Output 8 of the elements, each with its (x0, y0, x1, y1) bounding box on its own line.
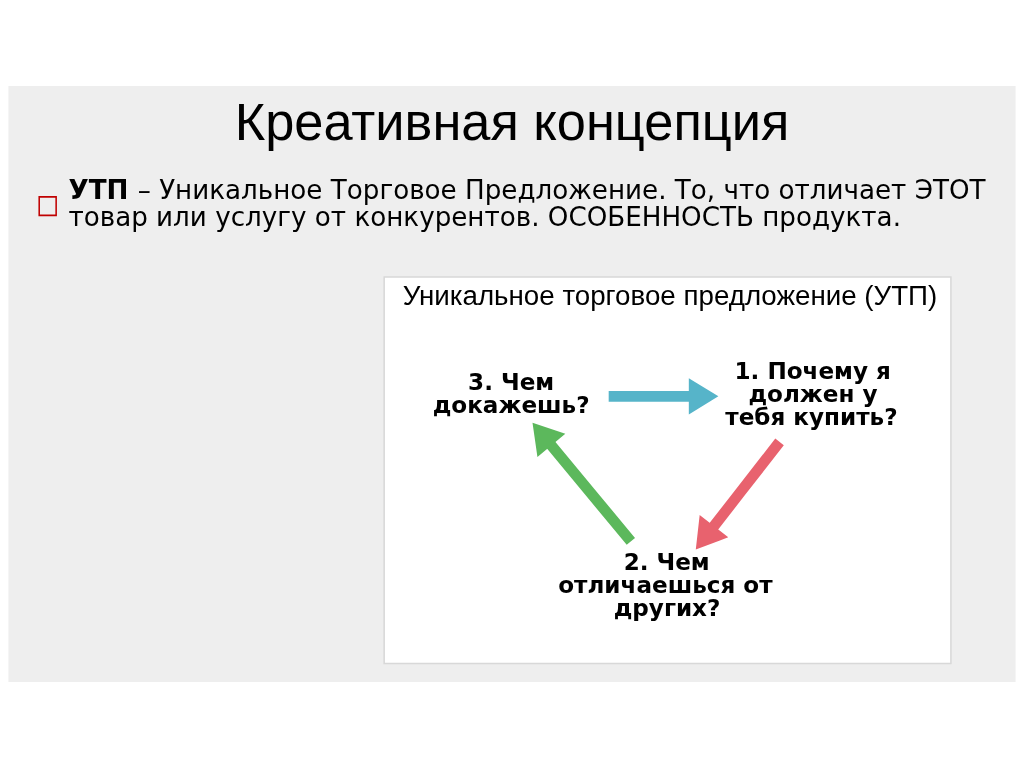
node-text: 1. Почему я должен у тебя купить? (725, 357, 898, 430)
arrow (608, 378, 719, 415)
node-text: 2. Чем отличаешься от других? (558, 548, 773, 621)
arrow (695, 438, 784, 550)
label: УТП – Уникальное Торговое Предложение. То, что отличает ЭТОТ товар или услугу от конкурентов. ОСОБЕННОСТЬ продукта. (68, 175, 986, 232)
diagram-title: Креативная концепция (234, 93, 790, 152)
node-text: 3. Чем докажешь? (432, 369, 590, 419)
arrow (532, 422, 635, 545)
